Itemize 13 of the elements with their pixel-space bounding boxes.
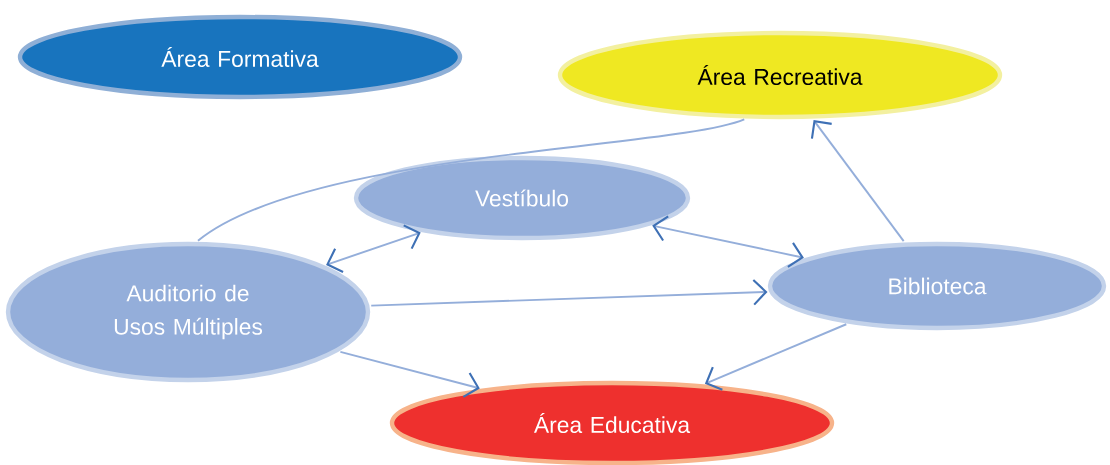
ellipse-node: Auditorio de Usos Múltiples <box>5 241 371 383</box>
ellipse-node: Área Formativa <box>17 14 463 100</box>
ellipse-node: Área Recreativa <box>557 30 1003 120</box>
ellipse-node: Área Educativa <box>389 380 835 465</box>
connector-line <box>197 118 746 242</box>
arrow <box>652 215 804 268</box>
ellipse-node: Vestíbulo <box>353 155 691 241</box>
ellipse-node: Biblioteca <box>767 241 1107 331</box>
arrow <box>810 120 905 243</box>
arrow <box>339 350 480 398</box>
arrow <box>704 323 848 391</box>
arrow <box>370 279 768 307</box>
arrow <box>326 224 421 273</box>
